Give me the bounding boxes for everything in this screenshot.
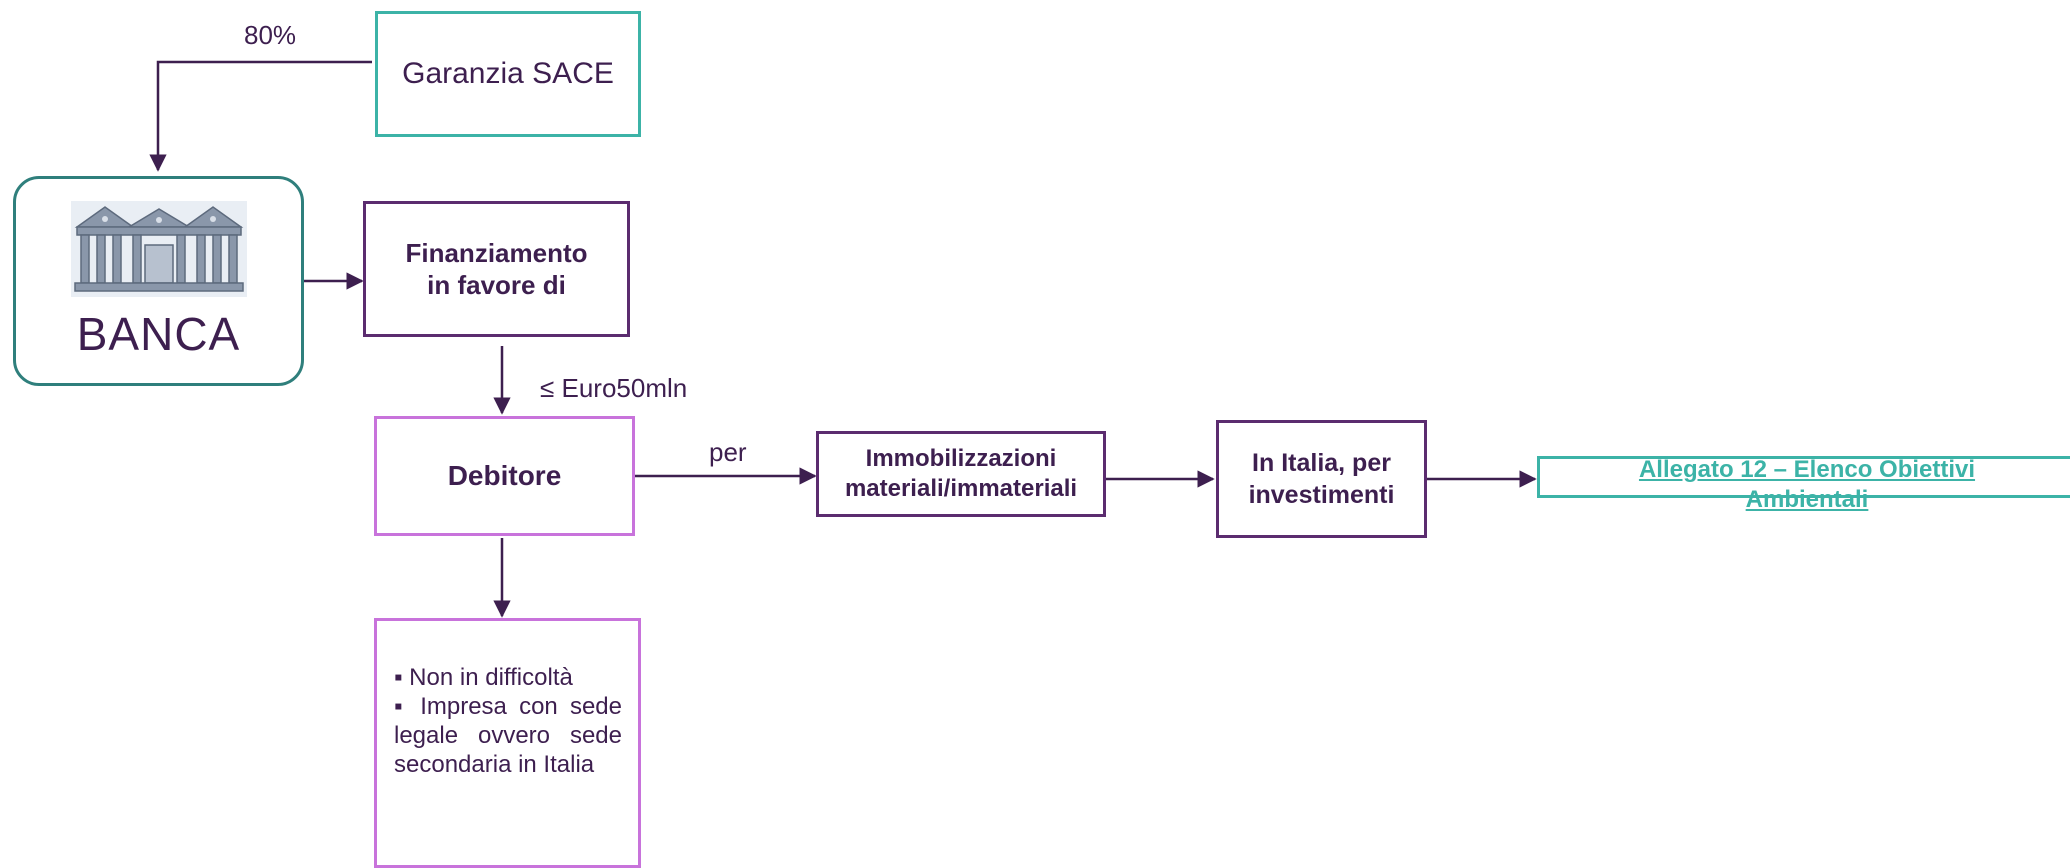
immobilizzazioni-line1: Immobilizzazioni [865,445,1057,472]
percent-label: 80% [244,20,297,50]
immobilizzazioni-box: Immobilizzazioni materiali/immateriali [816,431,1106,517]
italia-line1: In Italia, per [1252,449,1391,477]
requisiti-list: ▪ Non in difficoltà ▪ Impresa con sede l… [394,663,622,779]
allegato-box[interactable]: Allegato 12 – Elenco Obiettivi Ambiental… [1537,456,2070,513]
italia-line2: investimenti [1248,481,1395,509]
finanziamento-box: Finanziamento in favore di [363,201,630,337]
italia-investimenti-box: In Italia, per investimenti [1216,420,1427,538]
requisito-item: ▪ Non in difficoltà [394,664,573,691]
arrow-sace-to-banca [149,60,372,172]
requisiti-box: ▪ Non in difficoltà ▪ Impresa con sede l… [374,618,641,868]
garanzia-sace-box: Garanzia SACE [375,11,641,137]
immobilizzazioni-line2: materiali/immateriali [844,475,1078,502]
banca-title: BANCA [76,308,241,360]
debitore-text: Debitore [447,460,562,491]
finanziamento-line2: in favore di [427,270,566,300]
requisito-item: ▪ Impresa con sede legale ovvero sede se… [394,693,622,778]
allegato-link[interactable]: Allegato 12 – Elenco Obiettivi Ambiental… [1638,456,1976,513]
debitore-box: Debitore [374,416,635,536]
per-label: per [709,437,747,467]
banca-box: BANCA [13,176,304,386]
finanziamento-line1: Finanziamento [405,238,588,268]
amount-label: ≤ Euro50mln [540,373,688,403]
garanzia-sace-text: Garanzia SACE [402,57,614,90]
bank-building-icon [70,201,247,297]
